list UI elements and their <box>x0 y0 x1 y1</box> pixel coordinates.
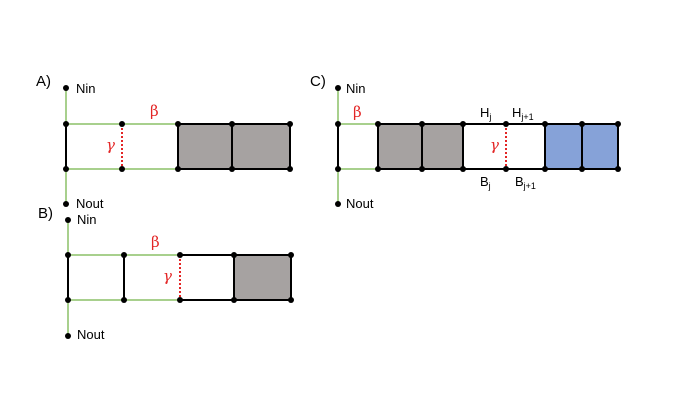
panel-c-beta-label: β <box>353 103 362 121</box>
panel-c-node <box>419 121 425 127</box>
panel-a-nout-label: Nout <box>76 196 104 211</box>
panel-c-node <box>615 166 621 172</box>
panel-c-nin-label: Nin <box>346 81 366 96</box>
panel-c: C) <box>310 73 621 211</box>
panel-c-b-j1-label: Bj+1 <box>515 174 536 191</box>
panel-a-node <box>175 121 181 127</box>
panel-a-node <box>287 121 293 127</box>
panel-c-node <box>335 166 341 172</box>
panel-c-h-j-label: Hj <box>480 105 491 122</box>
panel-c-gamma-label: γ <box>490 136 499 154</box>
panel-a-node <box>287 166 293 172</box>
panel-c-gray-cell-2 <box>422 124 463 169</box>
panel-b-node <box>121 252 127 258</box>
panel-c-node <box>503 121 509 127</box>
panel-c-node <box>460 121 466 127</box>
panel-b-node <box>288 297 294 303</box>
panel-b-node <box>177 252 183 258</box>
panel-c-blue-cell-2 <box>582 124 618 169</box>
panel-c-blue-cell-1 <box>545 124 582 169</box>
panel-c-node <box>579 166 585 172</box>
panel-c-node <box>375 166 381 172</box>
panel-b-node <box>65 297 71 303</box>
panel-a-node <box>175 166 181 172</box>
panel-a-node <box>63 166 69 172</box>
panel-a-label: A) <box>36 73 51 90</box>
panel-b-nout-node <box>65 333 71 339</box>
panel-a-node <box>119 166 125 172</box>
panel-a: A) Nin Nout β γ <box>36 73 293 211</box>
panel-c-h-j1-label: Hj+1 <box>512 105 534 122</box>
panel-c-gray-cell-1 <box>378 124 422 169</box>
panel-c-node <box>460 166 466 172</box>
panel-b-label: B) <box>38 205 53 222</box>
panel-a-nin-node <box>63 85 69 91</box>
panel-b-node <box>121 297 127 303</box>
panel-b: B) Nin Nout β γ <box>38 205 294 342</box>
panel-c-node <box>503 166 509 172</box>
panel-c-node <box>579 121 585 127</box>
panel-a-nout-node <box>63 201 69 207</box>
panel-c-node <box>335 121 341 127</box>
panel-b-node <box>231 297 237 303</box>
panel-c-nout-node <box>335 201 341 207</box>
panel-c-node <box>542 121 548 127</box>
panel-c-node <box>419 166 425 172</box>
panel-b-gray-cell <box>234 255 291 300</box>
panel-c-label: C) <box>310 73 326 90</box>
panel-b-nin-label: Nin <box>77 212 97 227</box>
panel-b-gamma-label: γ <box>163 267 172 285</box>
panel-c-node <box>375 121 381 127</box>
panel-a-beta-label: β <box>150 102 159 120</box>
panel-b-node <box>65 252 71 258</box>
panel-a-node <box>63 121 69 127</box>
panel-a-gray-cell-2 <box>232 124 290 169</box>
panel-a-node <box>229 166 235 172</box>
panel-c-node <box>542 166 548 172</box>
panel-c-b-j-label: Bj <box>480 174 491 191</box>
panel-a-node <box>119 121 125 127</box>
panel-c-nin-node <box>335 85 341 91</box>
panel-b-nin-node <box>65 217 71 223</box>
panel-a-gray-cell-1 <box>178 124 232 169</box>
panel-a-nin-label: Nin <box>76 81 96 96</box>
panel-b-node <box>288 252 294 258</box>
panel-c-node <box>615 121 621 127</box>
panel-a-node <box>229 121 235 127</box>
panel-b-node <box>177 297 183 303</box>
panel-a-gamma-label: γ <box>106 136 115 154</box>
panel-c-nout-label: Nout <box>346 196 374 211</box>
panel-b-node <box>231 252 237 258</box>
panel-b-beta-label: β <box>151 233 160 251</box>
panel-b-nout-label: Nout <box>77 327 105 342</box>
